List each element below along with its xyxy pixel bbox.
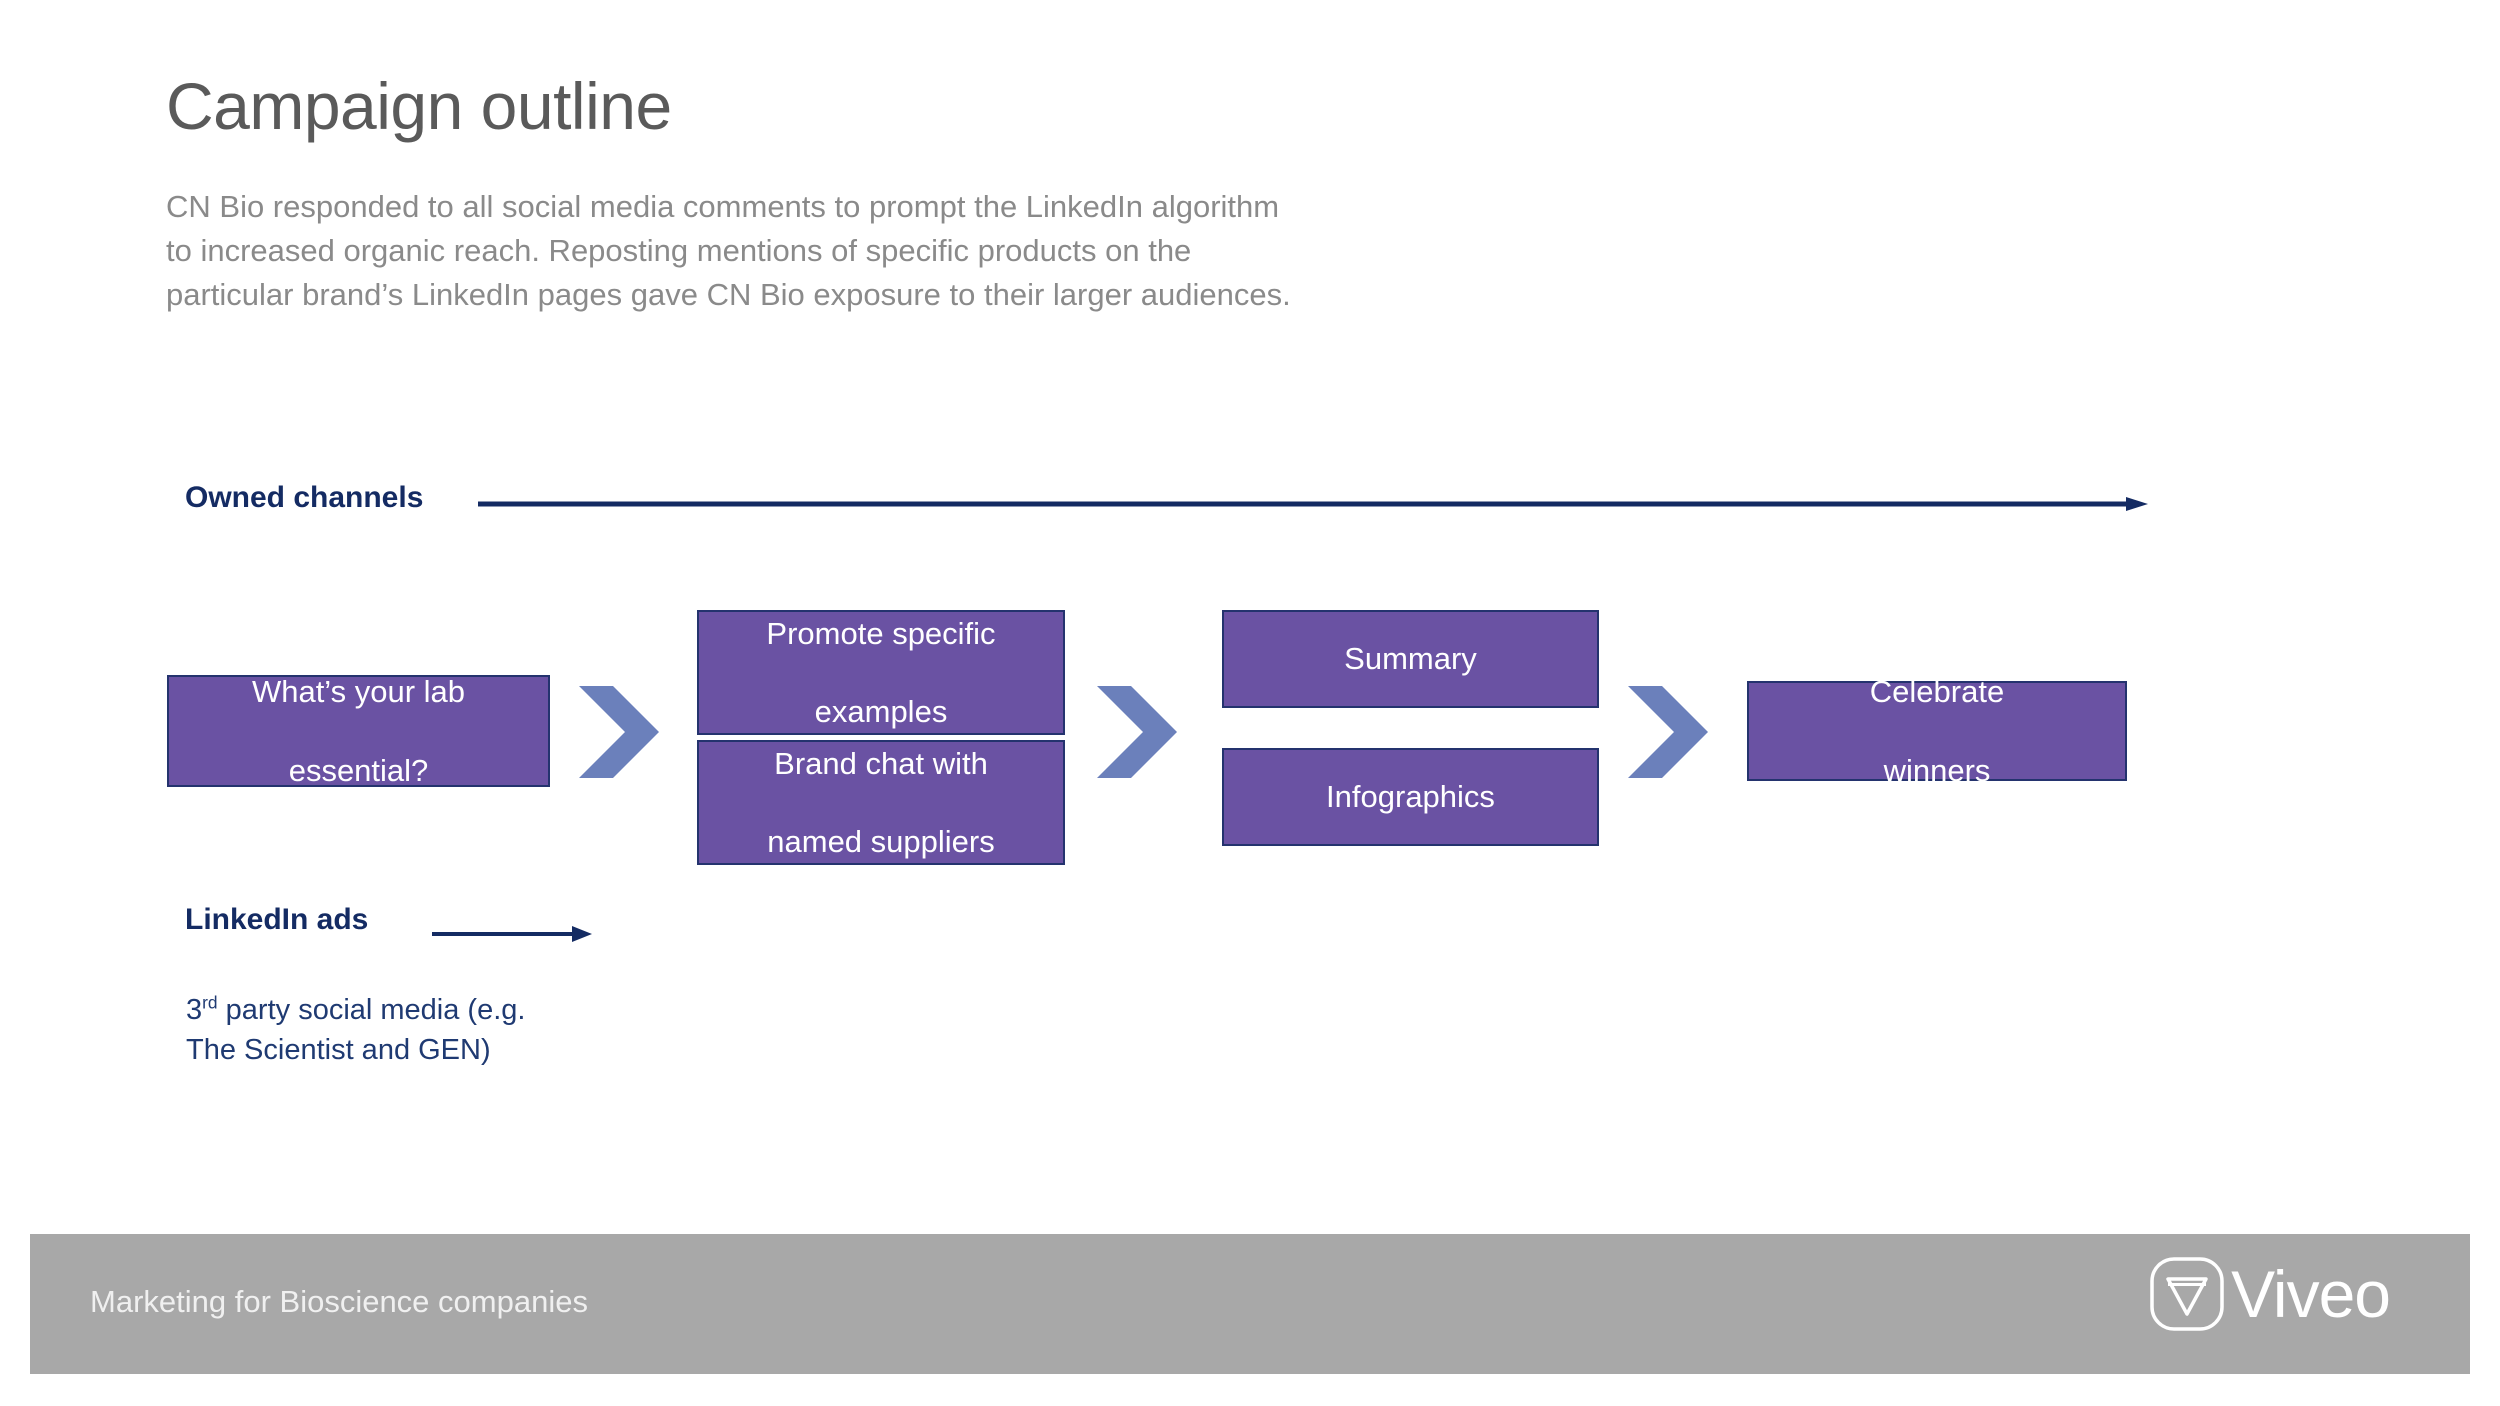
third-party-rest: party social media (e.g. (217, 994, 526, 1026)
third-party-number: 3 (186, 994, 203, 1026)
body-line-2: to increased organic reach. Reposting me… (166, 233, 1192, 269)
flow-box-celebrate-line1: Celebrate (1869, 674, 2005, 710)
third-party-ordinal: rd (202, 992, 218, 1013)
flow-box-infographics-label: Infographics (1326, 779, 1495, 815)
flow-box-promote-line1: Promote specific (766, 615, 996, 651)
third-party-line-1: 3rd party social media (e.g. (186, 990, 606, 1030)
body-line-3: particular brand’s LinkedIn pages gave C… (166, 277, 1291, 313)
owned-channels-arrow-icon (478, 497, 2148, 511)
flow-box-lab-essential[interactable]: What’s your lab essential? (167, 674, 550, 788)
flow-box-celebrate-winners[interactable]: Celebrate winners (1747, 674, 2127, 788)
third-party-line-2: The Scientist and GEN) (186, 1034, 491, 1067)
flow-box-brand-chat[interactable]: Brand chat with named suppliers (697, 740, 1065, 865)
triangle-down-in-rounded-square-icon (2149, 1256, 2225, 1332)
body-line-1: CN Bio responded to all social media com… (166, 189, 1280, 224)
third-party-social-media-note: 3rd party social media (e.g. The Scienti… (186, 990, 606, 1070)
owned-channels-label: Owned channels (185, 481, 424, 514)
flow-box-lab-essential-line2: essential? (288, 752, 429, 788)
flow-box-summary-label: Summary (1344, 641, 1477, 677)
linkedin-ads-arrow-icon (432, 921, 592, 947)
footer-caption: Marketing for Bioscience companies (90, 1284, 588, 1319)
footer-bar: Marketing for Bioscience companies Viveo (30, 1234, 2470, 1374)
chevron-right-icon-3 (1628, 686, 1708, 778)
flow-box-brand-chat-line2: named suppliers (767, 824, 995, 860)
flow-box-promote-line2: examples (814, 694, 948, 730)
page-title: Campaign outline (166, 69, 672, 143)
linkedin-ads-label: LinkedIn ads (185, 903, 369, 936)
chevron-right-icon-2 (1097, 686, 1177, 778)
viveo-wordmark: Viveo (2231, 1257, 2391, 1331)
flow-box-summary[interactable]: Summary (1222, 610, 1599, 708)
flow-box-promote-specific-examples[interactable]: Promote specific examples (697, 610, 1065, 735)
flow-box-brand-chat-line1: Brand chat with (774, 745, 988, 781)
slide-body-text: CN Bio responded to all social media com… (166, 185, 1466, 317)
flow-box-lab-essential-line1: What’s your lab (251, 674, 466, 710)
chevron-right-icon-1 (579, 686, 659, 778)
flow-box-celebrate-line2: winners (1883, 752, 1991, 788)
viveo-logo: Viveo (2149, 1256, 2391, 1332)
flow-box-infographics[interactable]: Infographics (1222, 748, 1599, 846)
